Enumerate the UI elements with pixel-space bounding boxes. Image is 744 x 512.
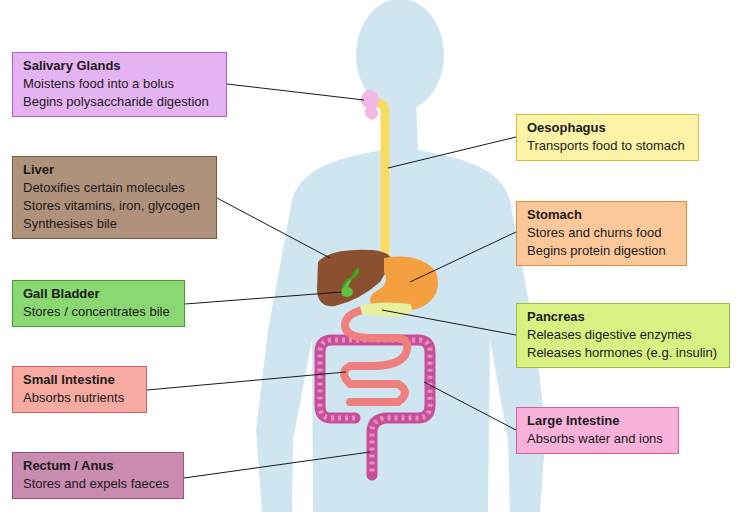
large-intestine-shape: [320, 340, 430, 475]
leader-line: [185, 292, 342, 304]
organ-function: Stores and expels faeces: [23, 475, 175, 493]
organ-function: Transports food to stomach: [527, 137, 690, 155]
large-intestine-box: Large IntestineAbsorbs water and ions: [516, 407, 679, 454]
leader-line: [410, 232, 516, 282]
organ-function: Moistens food into a bolus: [23, 75, 218, 93]
small-intestine-shape: [344, 308, 407, 402]
organ-name: Liver: [23, 161, 208, 179]
organ-function: Begins polysaccharide digestion: [23, 93, 218, 111]
rectum-box: Rectum / AnusStores and expels faeces: [12, 452, 184, 499]
organ-function: Begins protein digestion: [527, 242, 678, 260]
organ-name: Salivary Glands: [23, 57, 218, 75]
leader-line: [217, 198, 330, 258]
organ-function: Detoxifies certain molecules: [23, 179, 208, 197]
liver-box: LiverDetoxifies certain moleculesStores …: [12, 156, 217, 239]
organ-function: Releases digestive enzymes: [527, 326, 721, 344]
body-silhouette: [256, 100, 546, 512]
organ-name: Small Intestine: [23, 371, 138, 389]
leader-line: [424, 382, 516, 430]
leader-line: [382, 310, 516, 335]
organ-name: Gall Bladder: [23, 285, 176, 303]
oesophagus-box: OesophagusTransports food to stomach: [516, 114, 699, 161]
leader-line: [227, 84, 364, 100]
oesophagus-shape: [372, 103, 385, 262]
gall-bladder-sac: [341, 287, 353, 297]
leader-lines: [147, 84, 516, 478]
organ-name: Pancreas: [527, 308, 721, 326]
salivary-gland-shape: [361, 90, 379, 120]
leader-line: [184, 452, 370, 478]
organ-function: Releases hormones (e.g. insulin): [527, 344, 721, 362]
organ-name: Oesophagus: [527, 119, 690, 137]
organ-function: Absorbs nutrients: [23, 389, 138, 407]
leader-line: [147, 372, 346, 390]
organ-function: Stores / concentrates bile: [23, 303, 176, 321]
stomach-box: StomachStores and churns foodBegins prot…: [516, 201, 687, 266]
large-intestine-texture: [320, 340, 430, 475]
small-intestine-box: Small IntestineAbsorbs nutrients: [12, 366, 147, 413]
organ-name: Large Intestine: [527, 412, 670, 430]
pancreas-box: PancreasReleases digestive enzymesReleas…: [516, 303, 730, 368]
gall-bladder-box: Gall BladderStores / concentrates bile: [12, 280, 185, 327]
organ-function: Absorbs water and ions: [527, 430, 670, 448]
salivary-box: Salivary GlandsMoistens food into a bolu…: [12, 52, 227, 117]
leader-line: [388, 137, 516, 168]
organ-function: Stores and churns food: [527, 224, 678, 242]
organ-function: Synthesises bile: [23, 215, 208, 233]
organ-name: Stomach: [527, 206, 678, 224]
organ-function: Stores vitamins, iron, glycogen: [23, 197, 208, 215]
organ-name: Rectum / Anus: [23, 457, 175, 475]
